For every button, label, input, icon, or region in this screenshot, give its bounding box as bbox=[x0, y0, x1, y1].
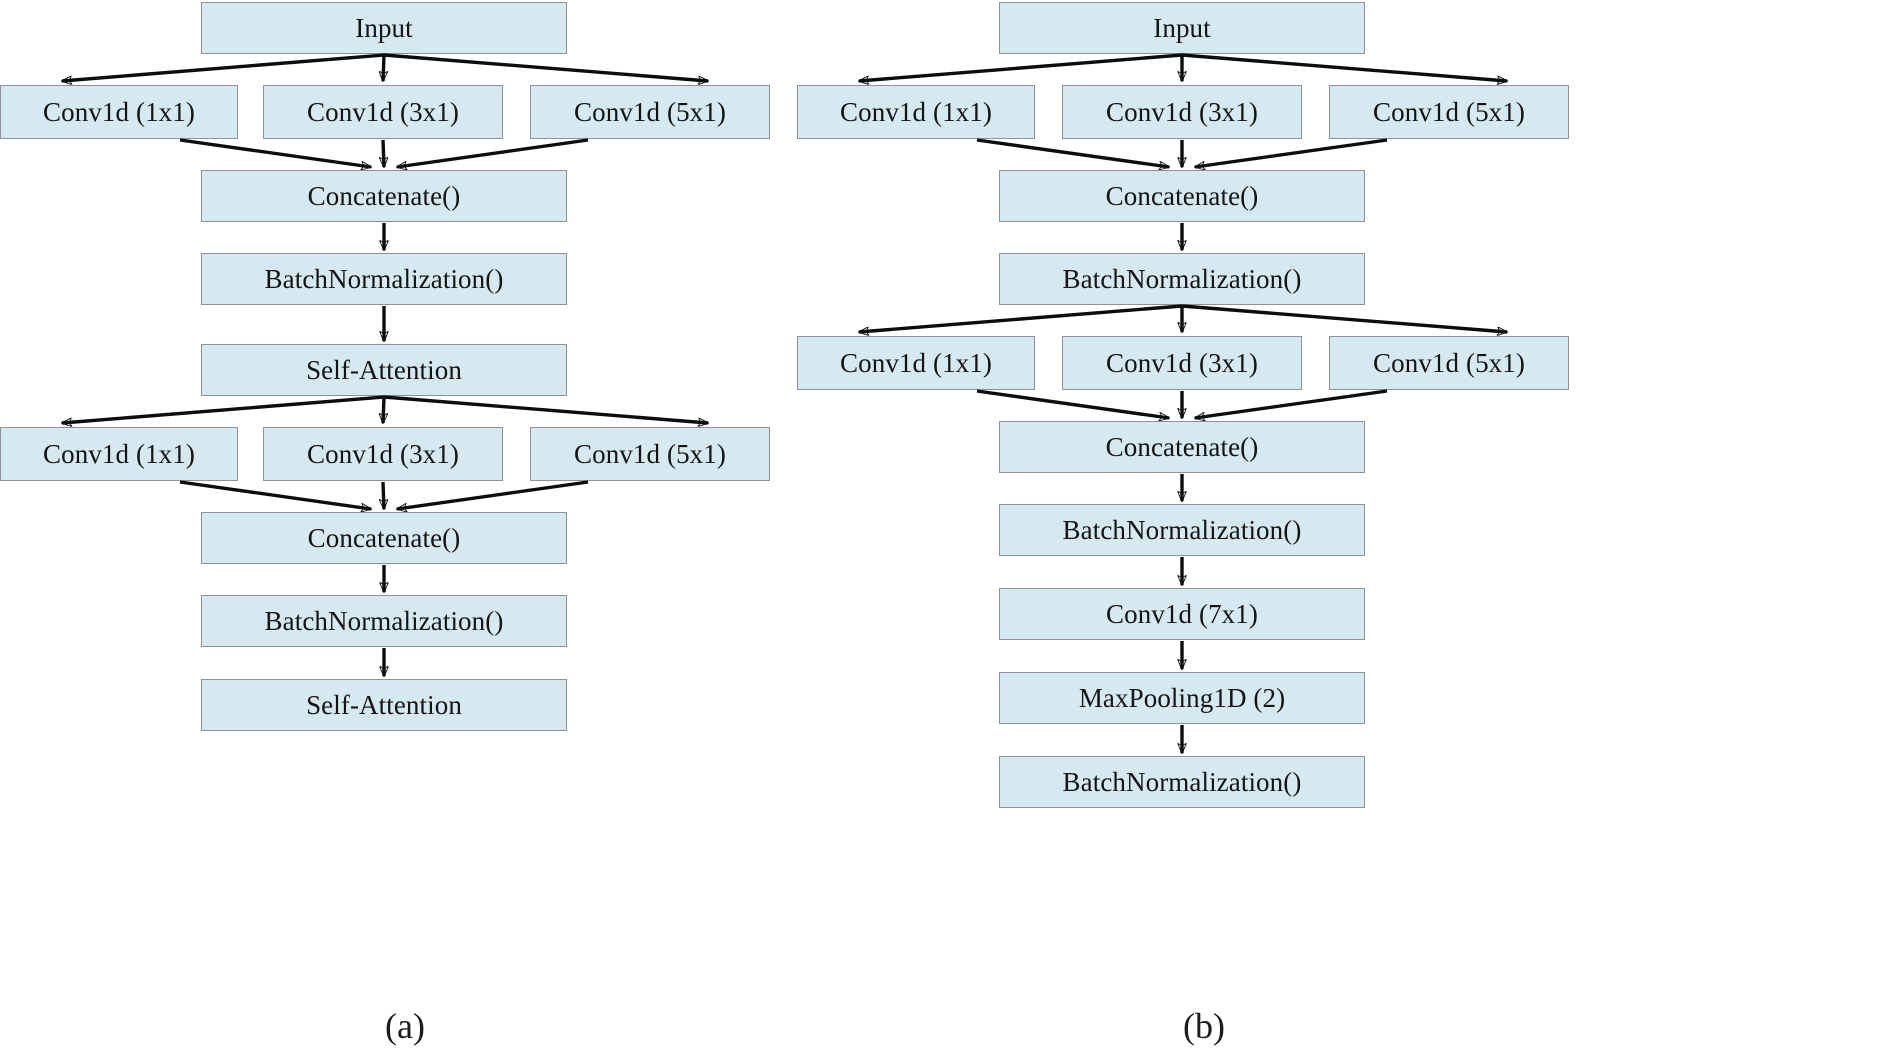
panel-caption-a: (a) bbox=[385, 1006, 425, 1046]
panel-caption-b: (b) bbox=[1183, 1006, 1225, 1046]
node-a-conv-1x1-1: Conv1d (1x1) bbox=[0, 85, 238, 139]
node-a-batchnorm-1: BatchNormalization() bbox=[201, 253, 567, 305]
node-b-conv-7x1: Conv1d (7x1) bbox=[999, 588, 1365, 640]
arrow-a-conv-3x1-1-to-concat-1 bbox=[383, 139, 384, 167]
node-b-input: Input bbox=[999, 2, 1365, 54]
node-b-batchnorm-2: BatchNormalization() bbox=[999, 504, 1365, 556]
arrow-b-input-to-conv-5x1-1 bbox=[1181, 53, 1507, 81]
node-a-selfattn-2: Self-Attention bbox=[201, 679, 567, 731]
arrow-a-input-to-conv-3x1-1 bbox=[383, 54, 384, 81]
node-a-conv-5x1-2: Conv1d (5x1) bbox=[530, 427, 770, 481]
node-a-conv-5x1-1: Conv1d (5x1) bbox=[530, 85, 770, 139]
arrow-b-conv-1x1-1-to-concat-1 bbox=[976, 138, 1169, 167]
node-a-conv-1x1-2: Conv1d (1x1) bbox=[0, 427, 238, 481]
node-b-conv-5x1-1: Conv1d (5x1) bbox=[1329, 85, 1569, 139]
node-b-concat-2: Concatenate() bbox=[999, 421, 1365, 473]
node-a-conv-3x1-1: Conv1d (3x1) bbox=[263, 85, 503, 139]
arrow-b-input-to-conv-1x1-1 bbox=[859, 53, 1183, 81]
node-a-batchnorm-2: BatchNormalization() bbox=[201, 595, 567, 647]
node-b-concat-1: Concatenate() bbox=[999, 170, 1365, 222]
arrow-b-conv-5x1-1-to-concat-1 bbox=[1195, 138, 1388, 167]
node-a-conv-3x1-2: Conv1d (3x1) bbox=[263, 427, 503, 481]
arrow-a-selfattn-1-to-conv-1x1-2 bbox=[62, 395, 385, 423]
arrow-a-selfattn-1-to-conv-3x1-2 bbox=[383, 396, 384, 423]
arrow-a-input-to-conv-5x1-1 bbox=[383, 53, 708, 81]
arrow-a-conv-5x1-1-to-concat-1 bbox=[397, 138, 589, 167]
node-a-concat-1: Concatenate() bbox=[201, 170, 567, 222]
arrow-b-batchnorm-1-to-conv-5x1-2 bbox=[1181, 304, 1507, 332]
node-b-batchnorm-1: BatchNormalization() bbox=[999, 253, 1365, 305]
arrow-b-batchnorm-1-to-conv-1x1-2 bbox=[859, 304, 1183, 332]
arrow-a-selfattn-1-to-conv-5x1-2 bbox=[383, 395, 708, 423]
node-b-conv-1x1-2: Conv1d (1x1) bbox=[797, 336, 1035, 390]
arrow-b-conv-1x1-2-to-concat-2 bbox=[976, 389, 1169, 418]
node-b-conv-5x1-2: Conv1d (5x1) bbox=[1329, 336, 1569, 390]
arrow-a-conv-1x1-1-to-concat-1 bbox=[179, 138, 371, 167]
arrow-a-conv-1x1-2-to-concat-2 bbox=[179, 480, 371, 509]
node-b-conv-3x1-1: Conv1d (3x1) bbox=[1062, 85, 1302, 139]
node-a-input: Input bbox=[201, 2, 567, 54]
arrow-a-conv-3x1-2-to-concat-2 bbox=[383, 481, 384, 509]
arrow-a-input-to-conv-1x1-1 bbox=[62, 53, 385, 81]
node-b-conv-3x1-2: Conv1d (3x1) bbox=[1062, 336, 1302, 390]
arrow-a-conv-5x1-2-to-concat-2 bbox=[397, 480, 589, 509]
node-b-conv-1x1-1: Conv1d (1x1) bbox=[797, 85, 1035, 139]
node-b-batchnorm-3: BatchNormalization() bbox=[999, 756, 1365, 808]
node-a-concat-2: Concatenate() bbox=[201, 512, 567, 564]
node-b-maxpool: MaxPooling1D (2) bbox=[999, 672, 1365, 724]
node-a-selfattn-1: Self-Attention bbox=[201, 344, 567, 396]
arrow-b-conv-5x1-2-to-concat-2 bbox=[1195, 389, 1388, 418]
